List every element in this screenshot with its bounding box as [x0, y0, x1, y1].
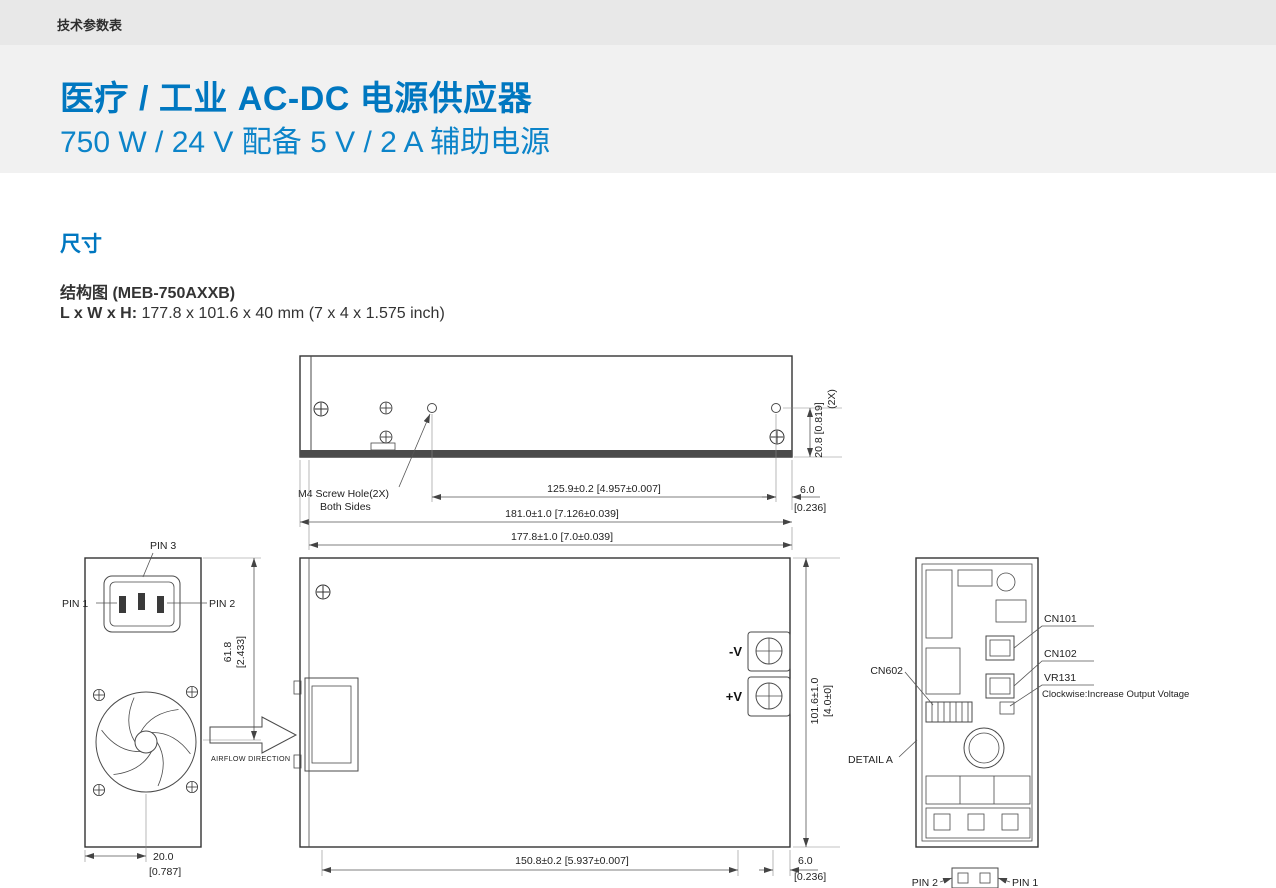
dim-offset-in: [0.787]: [149, 866, 181, 878]
airflow-label: AIRFLOW DIRECTION: [211, 754, 290, 763]
output-terminals: [747, 631, 791, 717]
dim-bottom-span: 150.8±0.2 [5.937±0.007]: [321, 850, 739, 876]
lwh-line: L x W x H: 177.8 x 101.6 x 40 mm (7 x 4 …: [60, 305, 445, 323]
m4-screw-label-2: Both Sides: [320, 501, 371, 513]
pin1-detail-label: PIN 1: [1012, 877, 1038, 888]
pin2-detail-label: PIN 2: [912, 877, 938, 888]
detail-a-label: DETAIL A: [848, 754, 893, 766]
pin2-label: PIN 2: [209, 598, 235, 610]
dim-body-length: 177.8±1.0 [7.0±0.039]: [308, 460, 793, 550]
dim-hole-height: 20.8 [0.819] (2X): [783, 389, 842, 458]
dim-hole-span: 125.9±0.2 [4.957±0.007]: [431, 414, 777, 502]
side-view-callouts: CN101 CN102 VR131 Clockwise:Increase Out…: [848, 613, 1189, 766]
pin-callouts: PIN 3 PIN 1 PIN 2: [62, 540, 235, 610]
page-subtitle: 750 W / 24 V 配备 5 V / 2 A 辅助电源: [60, 126, 551, 159]
dim-fan-center: 61.8 [2.433]: [203, 557, 261, 741]
section-heading-dimensions: 尺寸: [60, 233, 102, 256]
airflow-arrow-icon: [209, 716, 298, 754]
dim-hole-height-qty: (2X): [826, 389, 838, 409]
screw-icon: [379, 430, 393, 444]
dim-offset-mm: 20.0: [153, 851, 174, 863]
iec-pin3: [138, 593, 145, 610]
page-title: 医疗 / 工业 AC-DC 电源供应器: [60, 80, 533, 118]
iec-inlet: [103, 575, 181, 633]
dim-overall-length: 181.0±1.0 [7.126±0.039]: [299, 460, 792, 527]
dim-edge-bottom-in: [0.236]: [794, 871, 826, 883]
screw-icon: [315, 584, 331, 600]
dim-fan-offset: 20.0 [0.787]: [84, 794, 181, 878]
cn102-label: CN102: [1044, 648, 1077, 660]
dim-width-in: [4.0±0]: [822, 685, 834, 717]
dim-fan-mm: 61.8: [222, 642, 234, 663]
cn101-label: CN101: [1044, 613, 1077, 625]
diagram-title: 结构图 (MEB-750AXXB): [60, 285, 236, 302]
bottom-connector-detail: PIN 2 PIN 1: [912, 867, 1038, 888]
m4-hole: [771, 403, 781, 413]
dim-edge-top-in: [0.236]: [794, 502, 826, 514]
screw-icon: [313, 401, 329, 417]
lwh-label: L x W x H:: [60, 305, 138, 322]
fan: [93, 686, 199, 796]
chassis-edge: [300, 450, 792, 457]
m4-screw-label: M4 Screw Hole(2X): [298, 488, 389, 500]
m4-hole: [427, 403, 437, 413]
dim-edge-top: 6.0 [0.236]: [762, 460, 826, 514]
vr131-pot: [999, 701, 1015, 715]
dim-width-mm: 101.6±1.0: [809, 678, 821, 725]
dim-edge-bottom: 6.0 [0.236]: [759, 850, 826, 883]
screw-icon: [769, 429, 785, 445]
dim-hole-height-text: 20.8 [0.819]: [813, 402, 825, 458]
iec-pin2: [157, 596, 164, 613]
fan-housing: [304, 677, 359, 772]
dim-fan-in: [2.433]: [235, 636, 247, 668]
m4-screw-callout: M4 Screw Hole(2X) Both Sides: [298, 413, 431, 513]
dim-span-text: 150.8±0.2 [5.937±0.007]: [515, 855, 629, 867]
vr131-note: Clockwise:Increase Output Voltage: [1042, 689, 1189, 700]
capacitor: [963, 727, 1005, 769]
dim-hole-span-text: 125.9±0.2 [4.957±0.007]: [547, 483, 661, 495]
breadcrumb: 技术参数表: [57, 18, 123, 33]
pos-v-label: +V: [726, 689, 743, 704]
top-view: [299, 355, 793, 458]
lwh-value: 177.8 x 101.6 x 40 mm (7 x 4 x 1.575 inc…: [137, 305, 445, 322]
bottom-view: -V +V: [293, 557, 791, 848]
front-view: [84, 557, 202, 848]
neg-v-label: -V: [729, 644, 742, 659]
side-view: [915, 557, 1039, 848]
pin3-label: PIN 3: [150, 540, 176, 552]
dim-edge-top-mm: 6.0: [800, 484, 815, 496]
dim-overall-text: 181.0±1.0 [7.126±0.039]: [505, 508, 619, 520]
cn602-label: CN602: [870, 665, 903, 677]
cn602-header: [925, 701, 973, 723]
airflow-annotation: AIRFLOW DIRECTION: [209, 716, 298, 763]
pin1-label: PIN 1: [62, 598, 88, 610]
dim-body-width: 101.6±1.0 [4.0±0]: [793, 557, 840, 848]
top-bar: 技术参数表: [0, 0, 1276, 45]
dim-body-text: 177.8±1.0 [7.0±0.039]: [511, 531, 613, 543]
screw-icon: [379, 401, 393, 415]
dim-edge-bottom-mm: 6.0: [798, 855, 813, 867]
vr131-label: VR131: [1044, 672, 1076, 684]
title-band: 医疗 / 工业 AC-DC 电源供应器 750 W / 24 V 配备 5 V …: [0, 45, 1276, 173]
iec-pin1: [119, 596, 126, 613]
